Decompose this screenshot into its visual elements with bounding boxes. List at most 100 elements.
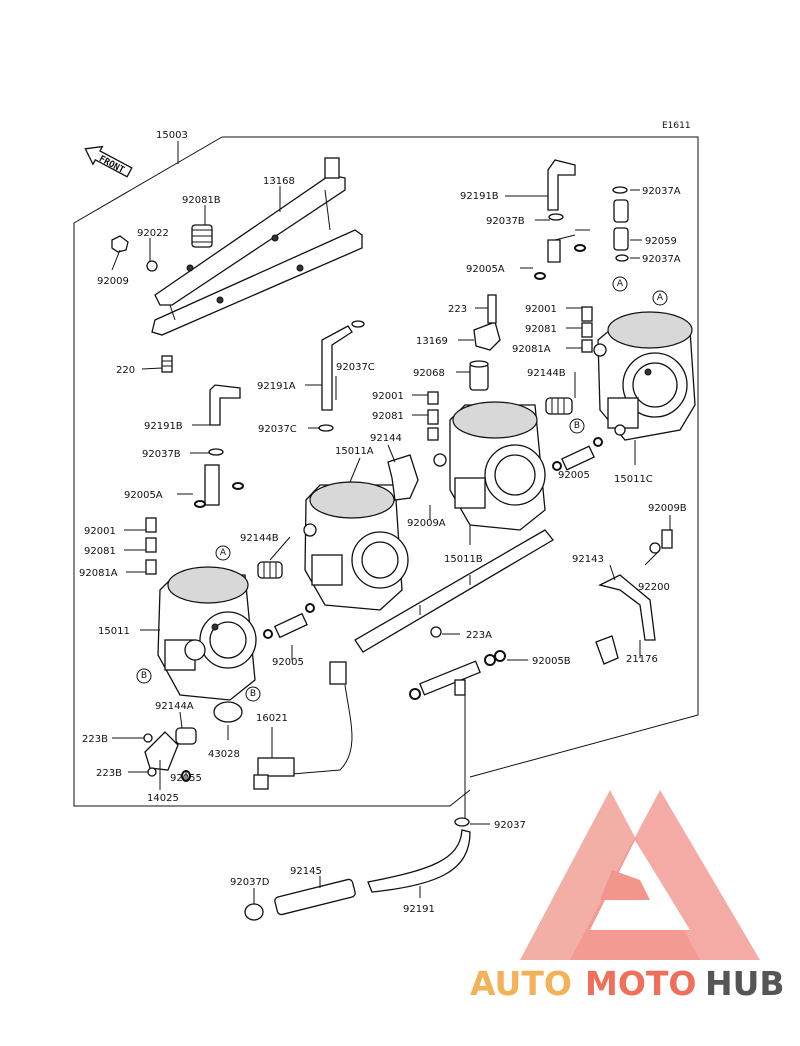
screws-middle-column bbox=[427, 391, 439, 441]
part-labels: 15003 13168 92081B 92022 92009 220 92191… bbox=[79, 130, 687, 915]
part-label: 92081A bbox=[512, 344, 551, 355]
part-label: 92059 bbox=[645, 236, 677, 247]
part-label: 92009B bbox=[648, 503, 687, 514]
part-label: 92037D bbox=[230, 877, 270, 888]
part-label: 15011B bbox=[444, 554, 483, 565]
watermark-hub: HUB bbox=[705, 964, 785, 1003]
part-label: 92005A bbox=[466, 264, 505, 275]
part-label: 92037C bbox=[336, 362, 375, 373]
watermark-auto: AUTO bbox=[470, 964, 572, 1003]
part-label: 92144 bbox=[370, 433, 402, 444]
part-label: 15011 bbox=[98, 626, 130, 637]
fuel-t-fitting-92005b bbox=[409, 650, 506, 700]
part-label: 92037C bbox=[258, 424, 297, 435]
vent-hose-assembly bbox=[534, 159, 629, 280]
lower-left-parts bbox=[143, 701, 243, 782]
part-label: 92081 bbox=[84, 546, 116, 557]
bolt-92009 bbox=[111, 235, 158, 272]
callout-b: B bbox=[574, 421, 580, 431]
part-label: 15011C bbox=[614, 474, 653, 485]
bracket-92143 bbox=[595, 529, 673, 665]
part-label: 92081A bbox=[79, 568, 118, 579]
screw-220 bbox=[161, 355, 173, 373]
part-label: 92005A bbox=[124, 490, 163, 501]
part-label: 223A bbox=[466, 630, 492, 641]
part-label: 92001 bbox=[372, 391, 404, 402]
hose-92191a bbox=[318, 320, 365, 432]
part-label: 92009A bbox=[407, 518, 446, 529]
callout-a: A bbox=[220, 548, 227, 558]
carburetor-15011 bbox=[157, 566, 257, 701]
ref-callouts: A A B A B B bbox=[136, 276, 668, 702]
carburetor-15011a bbox=[303, 481, 409, 611]
part-label: 92191A bbox=[257, 381, 296, 392]
part-label: 13168 bbox=[263, 176, 295, 187]
part-label: 15003 bbox=[156, 130, 188, 141]
assembly-frame bbox=[73, 136, 699, 807]
part-label: 92191B bbox=[144, 421, 183, 432]
part-label: 223B bbox=[96, 768, 122, 779]
part-label: 16021 bbox=[256, 713, 288, 724]
fittings-92005 bbox=[263, 437, 603, 639]
mounting-bracket bbox=[151, 157, 363, 336]
choke-cable-16021 bbox=[253, 661, 353, 790]
spring-92144b-middle bbox=[257, 561, 283, 579]
part-label: 92145 bbox=[290, 866, 322, 877]
part-label: 223B bbox=[82, 734, 108, 745]
bracket-92144 bbox=[387, 454, 419, 501]
part-label: 92005B bbox=[532, 656, 571, 667]
part-label: 92200 bbox=[638, 582, 670, 593]
part-label: 92005 bbox=[558, 470, 590, 481]
part-label: 13169 bbox=[416, 336, 448, 347]
bracket-13169 bbox=[473, 294, 501, 351]
part-label: 92068 bbox=[413, 368, 445, 379]
part-label: 92081 bbox=[525, 324, 557, 335]
carburetor-15011b bbox=[433, 401, 546, 531]
part-label: 43028 bbox=[208, 749, 240, 760]
lower-hoses bbox=[244, 695, 471, 921]
part-label: 92144A bbox=[155, 701, 194, 712]
part-label: 92037 bbox=[494, 820, 526, 831]
part-label: 92001 bbox=[525, 304, 557, 315]
callout-b: B bbox=[250, 689, 256, 699]
part-label: 92001 bbox=[84, 526, 116, 537]
part-label: 92005 bbox=[272, 657, 304, 668]
cap-92068 bbox=[469, 360, 489, 391]
part-label: 92037B bbox=[142, 449, 181, 460]
part-label: 92144B bbox=[527, 368, 566, 379]
spring-92081b bbox=[191, 224, 213, 248]
part-label: 92144B bbox=[240, 533, 279, 544]
watermark-logo-triangle bbox=[520, 790, 760, 960]
part-label: 92037B bbox=[486, 216, 525, 227]
part-label: 92022 bbox=[137, 228, 169, 239]
part-label: 92191B bbox=[460, 191, 499, 202]
hose-92191b-left bbox=[208, 384, 241, 456]
part-label: 92081B bbox=[182, 195, 221, 206]
part-label: 92037A bbox=[642, 254, 681, 265]
part-label: 92037A bbox=[642, 186, 681, 197]
callout-a: A bbox=[617, 279, 624, 289]
carburetor-15011c bbox=[593, 311, 696, 441]
part-label: 92143 bbox=[572, 554, 604, 565]
part-label: 92055 bbox=[170, 773, 202, 784]
part-label: 92081 bbox=[372, 411, 404, 422]
part-label: 92009 bbox=[97, 276, 129, 287]
watermark-moto: MOTO bbox=[585, 964, 696, 1003]
part-label: 21176 bbox=[626, 654, 658, 665]
part-label: 92191 bbox=[403, 904, 435, 915]
part-label: 14025 bbox=[147, 793, 179, 804]
screws-left-column bbox=[145, 517, 157, 575]
front-arrow-icon: FRONT bbox=[84, 145, 133, 178]
part-label: 220 bbox=[116, 365, 135, 376]
callout-b: B bbox=[141, 671, 147, 681]
figure-code: E1611 bbox=[662, 121, 691, 131]
fuel-rail bbox=[354, 529, 554, 653]
leader-lines bbox=[111, 141, 671, 904]
spring-92144b-right bbox=[545, 397, 573, 415]
part-label: 15011A bbox=[335, 446, 374, 457]
callout-a: A bbox=[657, 293, 664, 303]
screws-right-column bbox=[581, 306, 593, 353]
fitting-92005a-left bbox=[194, 464, 244, 508]
